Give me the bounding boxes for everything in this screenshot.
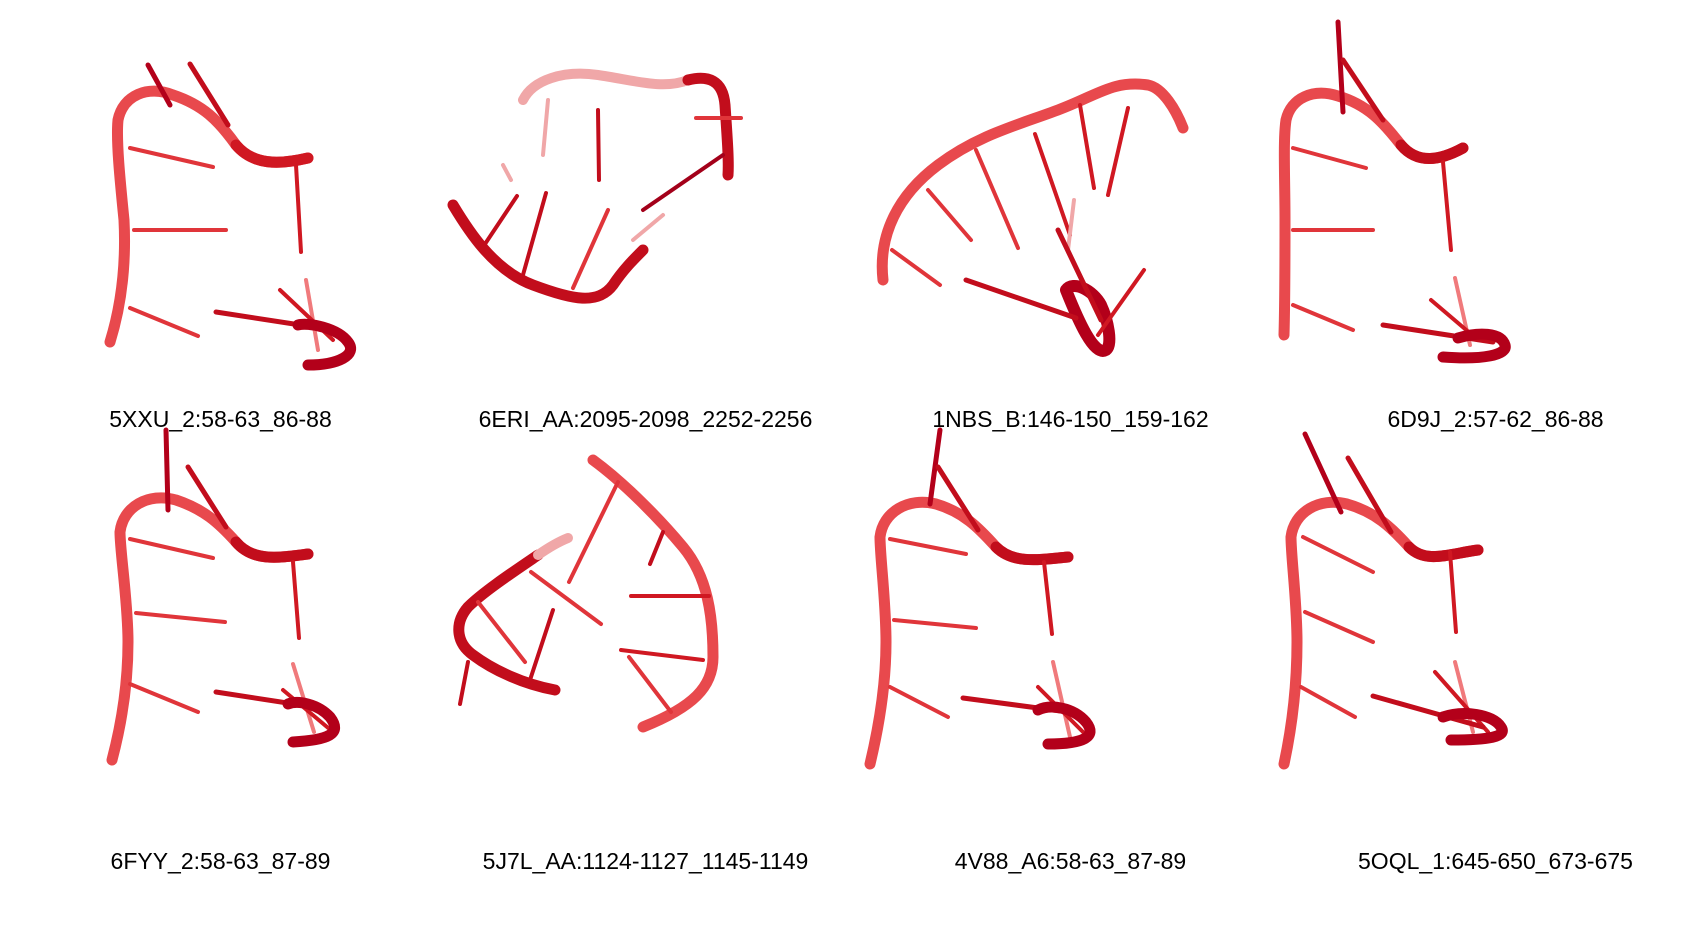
structure-panel-5: 6FYY_2:58-63_87-89	[8, 427, 433, 882]
structure-label: 5XXU_2:58-63_86-88	[109, 406, 332, 432]
structure-label: 6FYY_2:58-63_87-89	[110, 848, 331, 874]
structure-panel-4: 6D9J_2:57-62_86-88	[1278, 0, 1700, 440]
structure-panel-1: 5XXU_2:58-63_86-88	[8, 0, 433, 440]
structure-panel-7: 4V88_A6:58-63_87-89	[858, 427, 1283, 882]
rna-3d-structure-6d9j	[1278, 19, 1511, 364]
structure-panel-6: 5J7L_AA:1124-1127_1145-1149	[433, 442, 858, 882]
rna-3d-structure-6fyy	[106, 427, 341, 766]
rna-3d-structure-1nbs	[876, 78, 1189, 357]
structure-label: 5OQL_1:645-650_673-675	[1358, 848, 1633, 874]
structure-label: 5J7L_AA:1124-1127_1145-1149	[482, 848, 809, 874]
structure-label: 6D9J_2:57-62_86-88	[1387, 406, 1604, 432]
structure-label: 4V88_A6:58-63_87-89	[954, 848, 1187, 874]
rna-3d-structure-5j7l	[453, 454, 719, 733]
rna-3d-structure-4v88	[864, 427, 1096, 770]
structure-panel-2: 6ERI_AA:2095-2098_2252-2256	[433, 0, 858, 440]
structure-label: 6ERI_AA:2095-2098_2252-2256	[478, 406, 813, 432]
rna-3d-structure-5xxu	[104, 61, 356, 371]
rna-3d-structure-6eri	[447, 68, 743, 304]
structure-label: 1NBS_B:146-150_159-162	[932, 406, 1209, 432]
structure-panel-8: 5OQL_1:645-650_673-675	[1278, 431, 1700, 882]
structure-panel-3: 1NBS_B:146-150_159-162	[858, 0, 1283, 440]
rna-3d-structure-5oql	[1278, 431, 1508, 770]
